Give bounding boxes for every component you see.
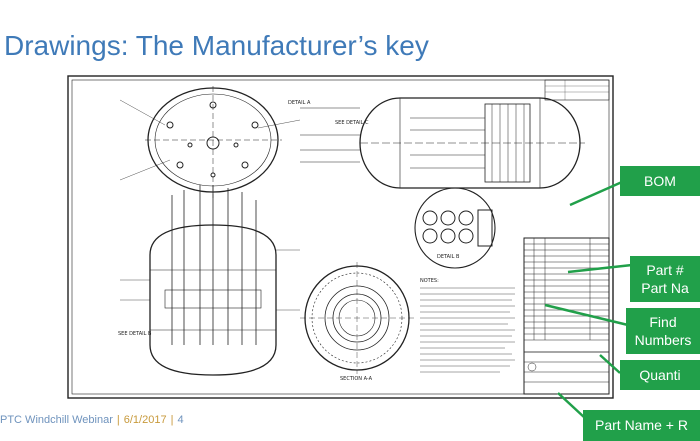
section-view xyxy=(300,262,414,374)
callout-part-name-rev: Part Name + R xyxy=(583,410,700,441)
label-notes: NOTES: xyxy=(420,278,439,284)
footer-date: 6/1/2017 xyxy=(123,414,167,426)
callout-quantity-text: Quanti xyxy=(639,367,681,383)
label-detail-a: DETAIL A xyxy=(288,100,311,106)
callout-part-number-line1: Part # xyxy=(646,262,684,278)
bom-table xyxy=(523,237,610,395)
drawing-border xyxy=(67,75,614,399)
footer-separator-2: | xyxy=(170,414,174,426)
slide-footer: PTC Windchill Webinar|6/1/2017|4 xyxy=(0,414,184,426)
callout-find-numbers: Find Numbers xyxy=(626,308,700,354)
callout-bom-text: BOM xyxy=(644,173,676,189)
callout-part-number-line2: Part Na xyxy=(641,280,689,296)
label-see-detail-b: SEE DETAIL B xyxy=(118,331,152,337)
top-head-view xyxy=(119,86,301,198)
revision-block xyxy=(544,79,610,101)
callout-find-line1: Find xyxy=(649,314,677,330)
callout-part-number: Part # Part Na xyxy=(630,256,700,302)
horizontal-vessel-view xyxy=(300,97,585,189)
footer-page-number: 4 xyxy=(177,414,184,426)
callout-pointers xyxy=(544,180,633,419)
footer-webinar: PTC Windchill Webinar xyxy=(0,414,113,426)
footer-separator-1: | xyxy=(116,414,120,426)
notes-block xyxy=(420,287,515,373)
callout-find-line2: Numbers xyxy=(634,332,692,348)
label-detail-b: DETAIL B xyxy=(437,254,460,260)
callout-bom: BOM xyxy=(620,166,700,196)
label-see-detail-c: SEE DETAIL C xyxy=(335,120,369,126)
vertical-vessel-view xyxy=(120,185,300,376)
detail-c-circle xyxy=(414,187,496,269)
label-section: SECTION A-A xyxy=(340,376,373,382)
callout-quantity: Quanti xyxy=(620,360,700,390)
slide-title: Drawings: The Manufacturer’s key xyxy=(4,30,429,61)
callout-part-name-rev-text: Part Name + R xyxy=(595,417,688,433)
